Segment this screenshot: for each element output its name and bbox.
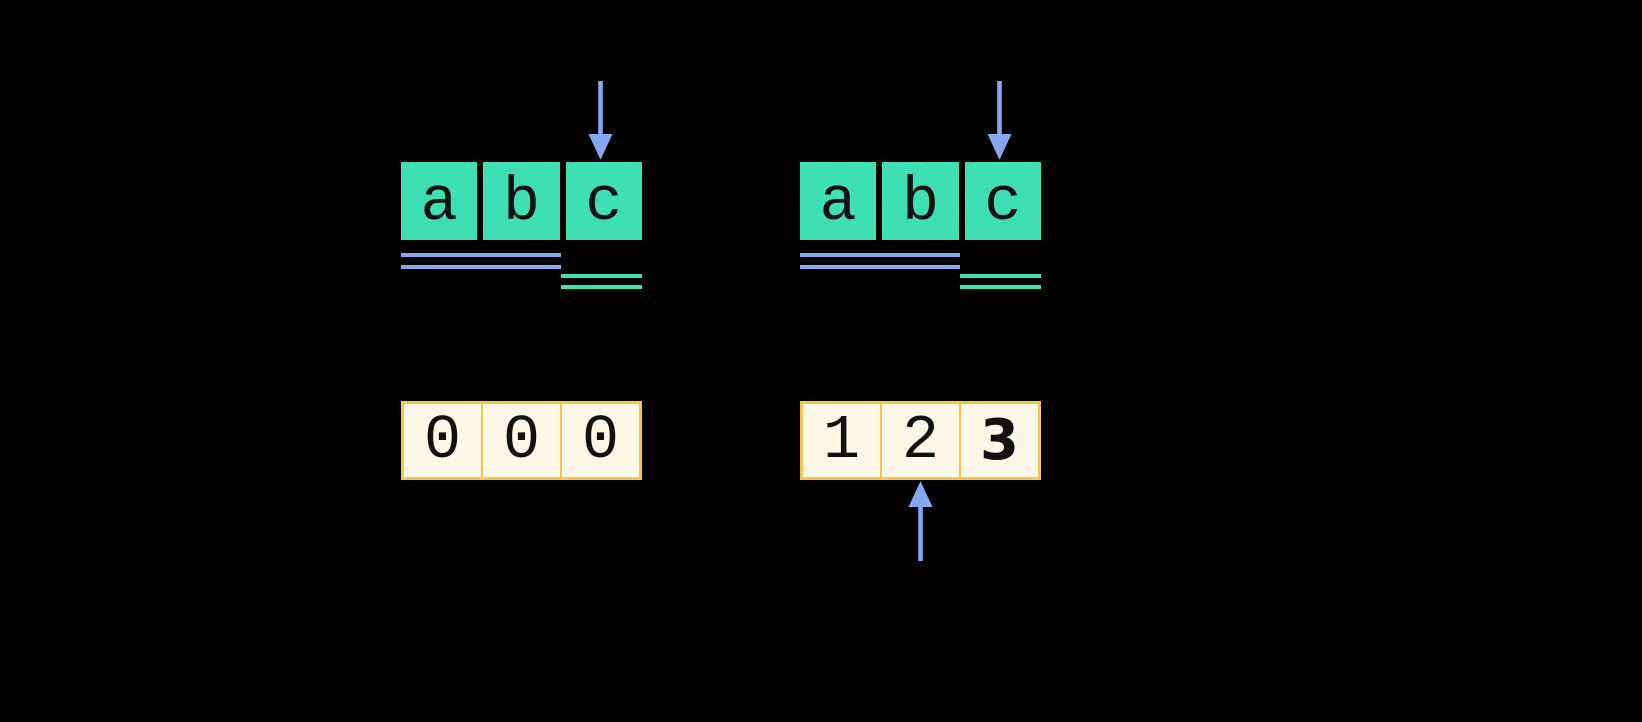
char-cell: b	[882, 162, 959, 240]
count-cell: 2	[880, 404, 959, 477]
count-cell: 1	[822, 404, 861, 476]
char-array: a b c	[800, 162, 1041, 240]
down-arrow-icon	[986, 81, 1013, 161]
count-array: 0 0 0	[401, 401, 642, 480]
count-cell: 0	[481, 404, 560, 477]
count-cell: 0	[560, 404, 639, 477]
count-array: 1 2 3	[800, 401, 1041, 480]
char-array: a b c	[401, 162, 642, 240]
green-double-underline	[960, 274, 1041, 289]
up-arrow-icon	[907, 481, 934, 561]
char-cell: c	[565, 162, 642, 240]
char-cell: b	[483, 162, 560, 240]
down-arrow-icon	[587, 81, 614, 161]
blue-double-underline	[401, 253, 561, 269]
blue-double-underline	[800, 253, 960, 269]
count-cell: 0	[423, 404, 462, 476]
char-cell: c	[964, 162, 1041, 240]
count-cell-highlighted: 3	[959, 404, 1038, 477]
left-panel: a b c 0 0 0	[401, 81, 642, 563]
right-panel: a b c 1 2 3	[800, 81, 1041, 563]
char-cell: a	[800, 162, 877, 240]
char-cell: a	[401, 162, 478, 240]
green-double-underline	[561, 274, 642, 289]
